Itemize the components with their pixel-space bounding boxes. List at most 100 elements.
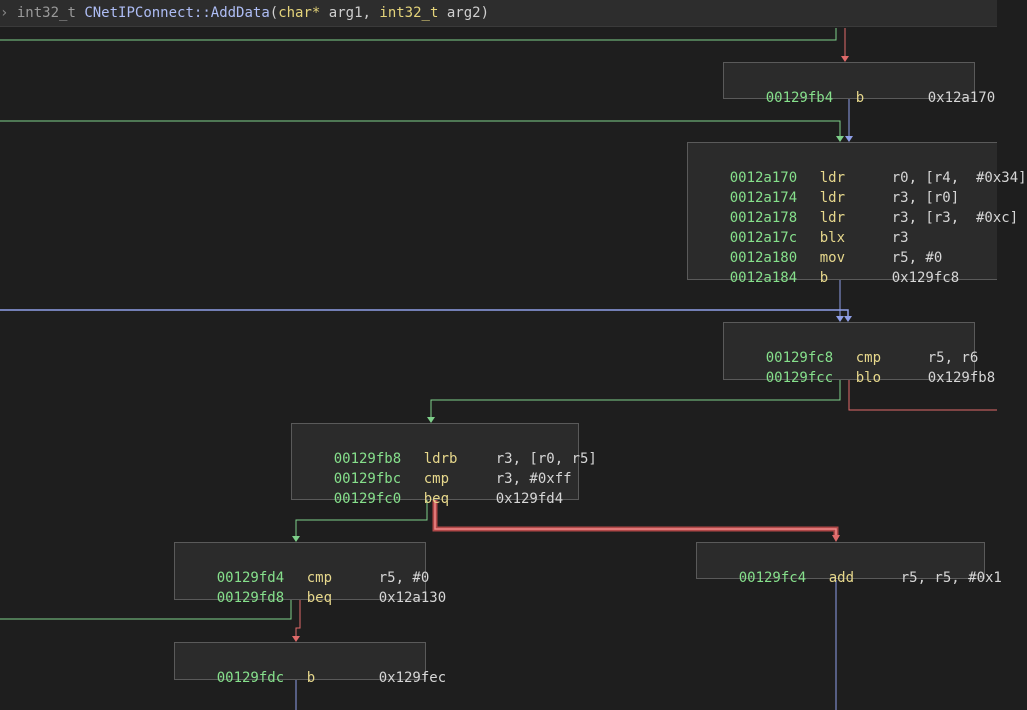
instruction-mnemonic: beq: [306, 590, 333, 606]
edge-false: [434, 500, 837, 538]
instruction-operands: 0x12a170: [927, 90, 996, 106]
instruction-row[interactable]: 0012a17c blx r3: [696, 208, 997, 246]
instruction-address: 00129fd4: [216, 570, 285, 586]
function-name[interactable]: CNetIPConnect::AddData: [84, 5, 270, 21]
arg2-type: int32_t: [379, 5, 439, 21]
instruction-operands: r0, [r4, #0x34]: [891, 170, 1027, 186]
instruction-row[interactable]: 00129fdc b 0x129fec: [183, 648, 446, 686]
instruction-address: 00129fc4: [738, 570, 807, 586]
instruction-mnemonic: blo: [855, 370, 882, 386]
arrowhead: [836, 136, 844, 142]
edge-unconditional: [0, 309, 849, 318]
function-signature-bar: › int32_t CNetIPConnect::AddData(char* a…: [0, 0, 997, 27]
return-type: int32_t: [16, 5, 76, 21]
instruction-row[interactable]: 00129fb4 b 0x12a170: [732, 68, 995, 106]
instruction-address: 0012a174: [729, 190, 798, 206]
paren-close: ): [480, 5, 489, 21]
instruction-address: 00129fd8: [216, 590, 285, 606]
instruction-mnemonic: ldr: [819, 170, 846, 186]
arg-separator: ,: [362, 5, 371, 21]
cfg-edges: [0, 28, 997, 710]
instruction-row[interactable]: 0012a174 ldr r3, [r0]: [696, 168, 997, 206]
arg1-name: arg1: [328, 5, 363, 21]
instruction-address: 0012a184: [729, 270, 798, 286]
chevron-icon[interactable]: ›: [0, 5, 9, 21]
instruction-row[interactable]: 00129fb8 ldrb r3, [r0, r5]: [300, 429, 597, 467]
instruction-address: 00129fcc: [765, 370, 834, 386]
instruction-operands: r3, [r3, #0xc]: [891, 210, 1019, 226]
arg1-type: char*: [278, 5, 321, 21]
instruction-mnemonic: mov: [819, 250, 846, 266]
arrowhead: [836, 316, 844, 322]
basic-block-00129fb4[interactable]: 00129fb4 b 0x12a170: [723, 62, 995, 106]
instruction-mnemonic: ldrb: [423, 451, 458, 467]
instruction-mnemonic: b: [855, 90, 865, 106]
instruction-row[interactable]: 0012a170 ldr r0, [r4, #0x34]: [696, 148, 1027, 186]
basic-block-00129fc8[interactable]: 00129fc8 cmp r5, r6 00129fcc blo 0x129fb8: [723, 322, 995, 386]
basic-block-00129fb8[interactable]: 00129fb8 ldrb r3, [r0, r5] 00129fbc cmp r3, …: [291, 423, 597, 507]
arrowhead: [841, 56, 849, 62]
instruction-address: 00129fbc: [333, 471, 402, 487]
instruction-address: 00129fb8: [333, 451, 402, 467]
instruction-row[interactable]: 0012a180 mov r5, #0: [696, 228, 997, 266]
instruction-address: 00129fdc: [216, 670, 285, 686]
arrowhead: [427, 417, 435, 423]
instruction-row[interactable]: 00129fc0 beq 0x129fd4: [300, 469, 578, 507]
edge-true: [0, 28, 837, 41]
instruction-operands: r3, [r0, r5]: [495, 451, 597, 467]
instruction-operands: r5, r5, #0x1: [900, 570, 1002, 586]
arrowhead: [845, 136, 853, 142]
instruction-address: 00129fb4: [765, 90, 834, 106]
basic-block-00129fc4[interactable]: 00129fc4 add r5, r5, #0x1: [696, 542, 1002, 586]
basic-block-0012a170[interactable]: 0012a170 ldr r0, [r4, #0x34] 0012a174 ldr r3…: [687, 142, 1027, 286]
instruction-row[interactable]: 00129fc8 cmp r5, r6: [732, 328, 979, 366]
instruction-operands: r3, [r0]: [891, 190, 960, 206]
edge-false: [848, 380, 997, 411]
arrowhead: [844, 316, 852, 322]
arrowhead: [292, 536, 300, 542]
instruction-mnemonic: b: [306, 670, 316, 686]
instruction-operands: 0x12a130: [378, 590, 447, 606]
instruction-row[interactable]: 00129fcc blo 0x129fb8: [732, 348, 995, 386]
basic-block-00129fdc[interactable]: 00129fdc b 0x129fec: [174, 642, 446, 686]
edge-true: [0, 120, 841, 138]
instruction-address: 0012a180: [729, 250, 798, 266]
edge-true: [295, 500, 428, 538]
instruction-row[interactable]: 00129fc4 add r5, r5, #0x1: [705, 548, 1002, 586]
instruction-mnemonic: ldr: [819, 210, 846, 226]
edge-true: [0, 600, 292, 620]
arrowhead: [292, 636, 300, 642]
instruction-mnemonic: add: [828, 570, 855, 586]
instruction-row[interactable]: 0012a178 ldr r3, [r3, #0xc]: [696, 188, 1018, 226]
instruction-mnemonic: ldr: [819, 190, 846, 206]
instruction-row[interactable]: 00129fbc cmp r3, #0xff: [300, 449, 578, 487]
instruction-operands: r5, #0: [378, 570, 430, 586]
edge-true: [430, 380, 841, 419]
instruction-operands: 0x129fd4: [495, 491, 564, 507]
instruction-operands: 0x129fec: [378, 670, 447, 686]
instruction-address: 00129fc0: [333, 491, 402, 507]
instruction-mnemonic: cmp: [855, 350, 882, 366]
instruction-mnemonic: cmp: [423, 471, 450, 487]
instruction-operands: r3: [891, 230, 909, 246]
instruction-operands: r3, #0xff: [495, 471, 572, 487]
instruction-operands: 0x129fc8: [891, 270, 960, 286]
instruction-mnemonic: b: [819, 270, 829, 286]
instruction-row[interactable]: 0012a184 b 0x129fc8: [696, 248, 997, 286]
instruction-address: 0012a17c: [729, 230, 798, 246]
instruction-mnemonic: beq: [423, 491, 450, 507]
paren-open: (: [269, 5, 279, 21]
instruction-operands: r5, r6: [927, 350, 979, 366]
instruction-operands: r5, #0: [891, 250, 943, 266]
instruction-address: 0012a178: [729, 210, 798, 226]
arrowhead: [832, 535, 840, 542]
instruction-address: 0012a170: [729, 170, 798, 186]
instruction-mnemonic: blx: [819, 230, 846, 246]
edge-false: [295, 600, 301, 638]
instruction-address: 00129fc8: [765, 350, 834, 366]
arg2-name: arg2: [446, 5, 481, 21]
instruction-operands: 0x129fb8: [927, 370, 996, 386]
instruction-row[interactable]: 00129fd8 beq 0x12a130: [183, 568, 446, 606]
